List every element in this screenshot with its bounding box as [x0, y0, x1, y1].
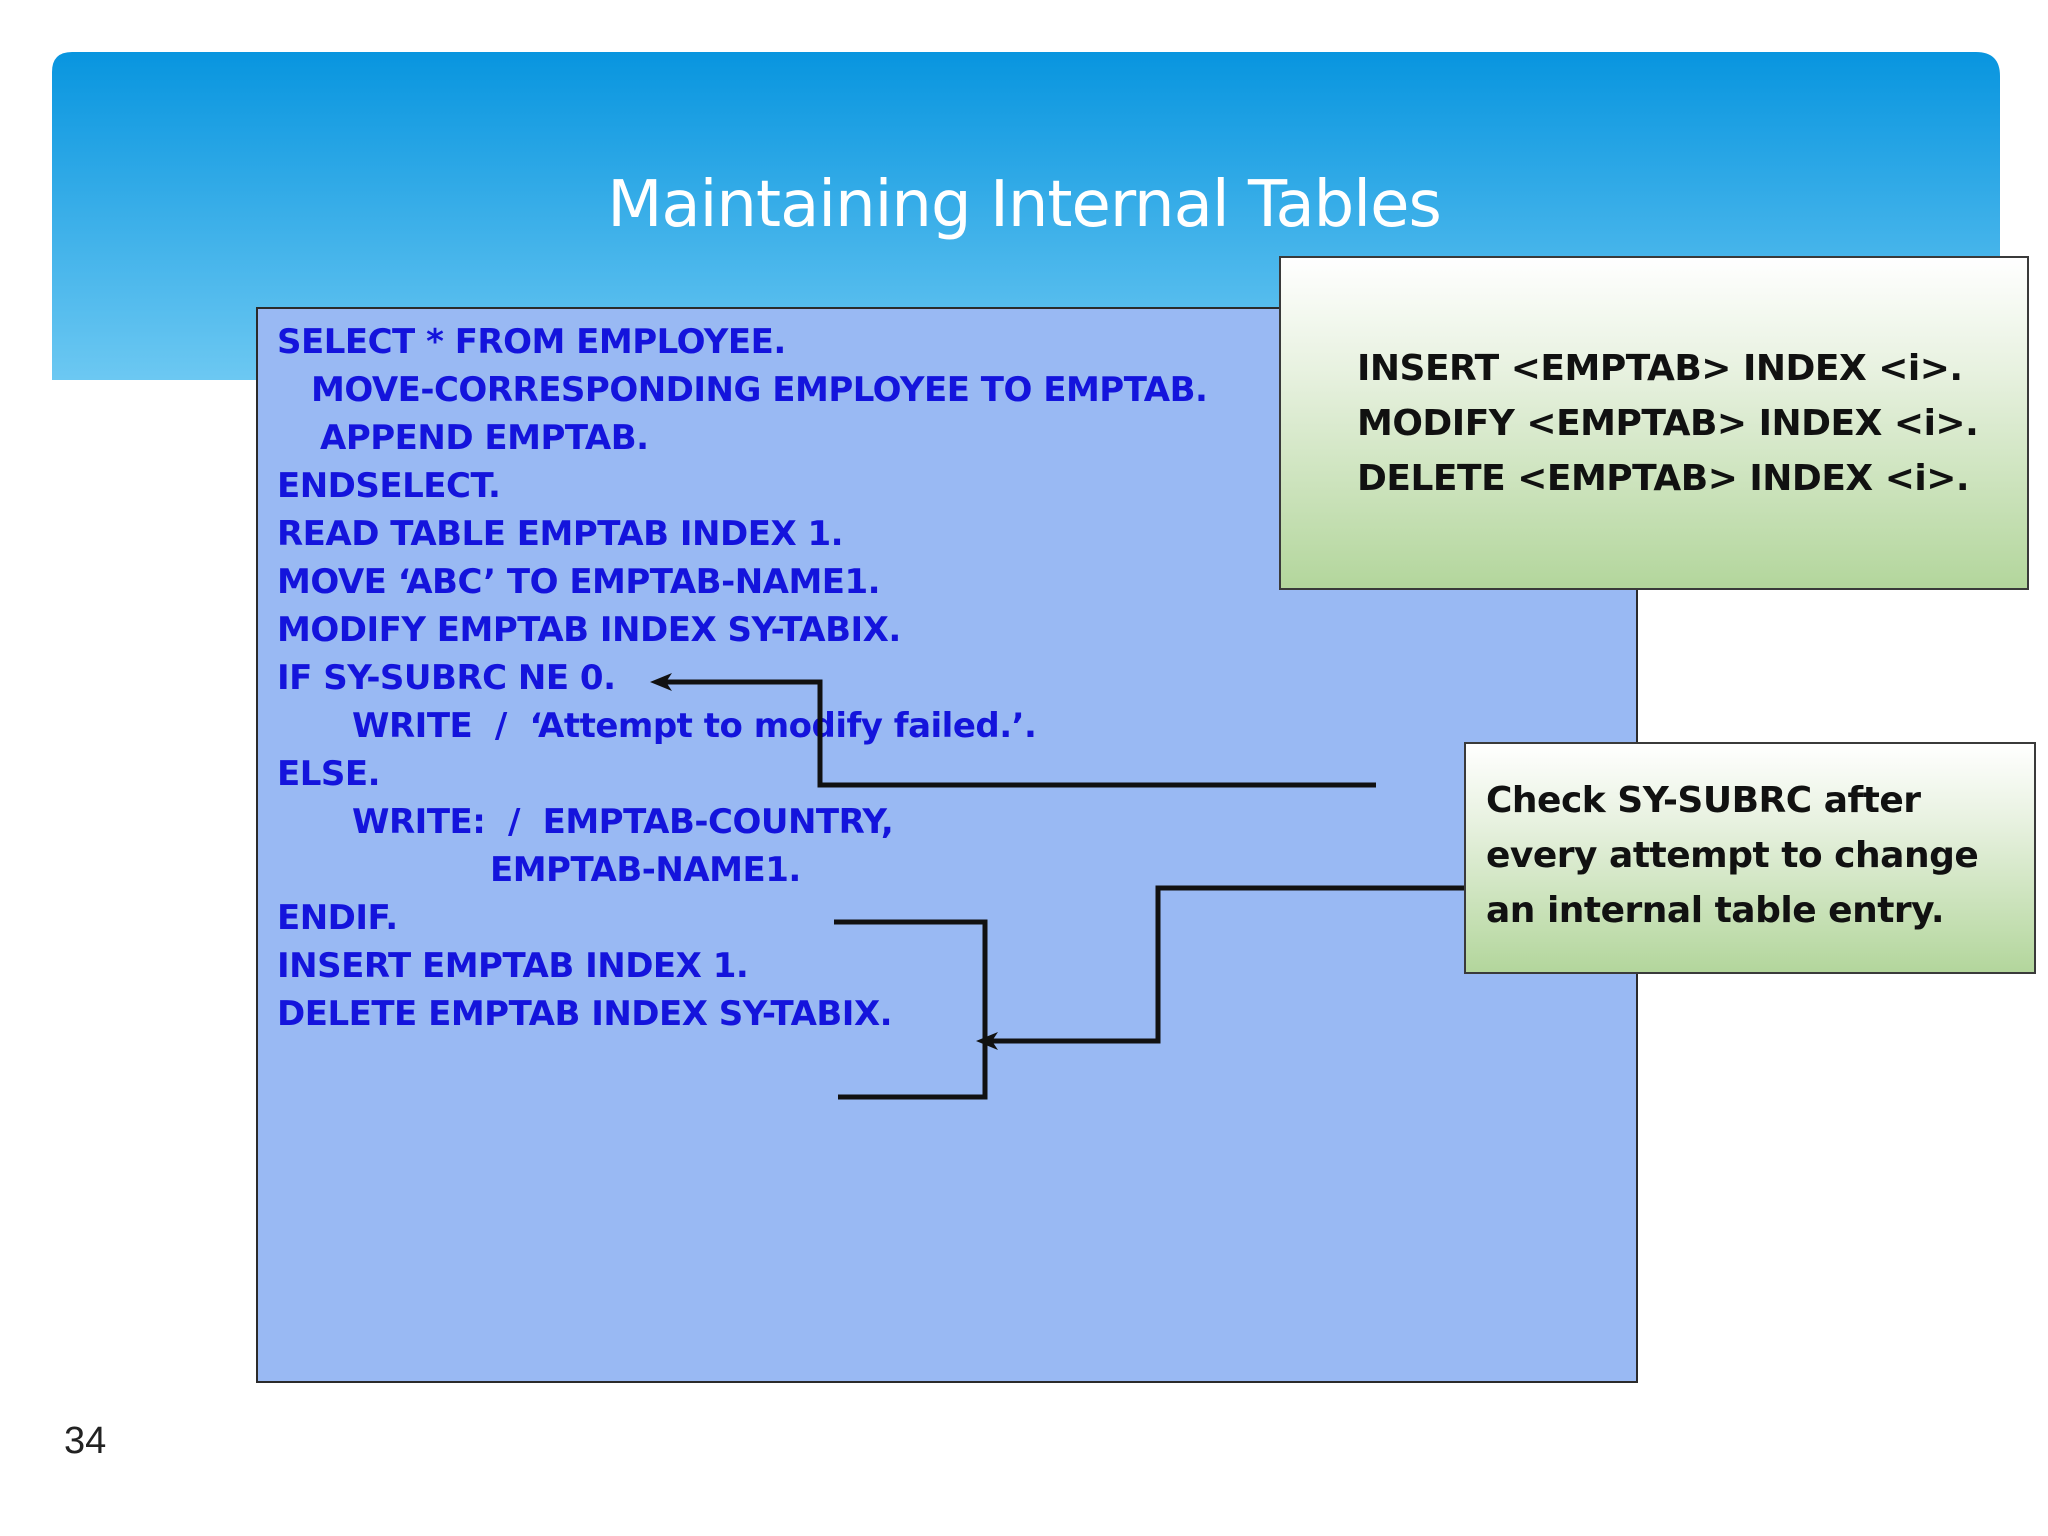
- syntax-note-line-2: MODIFY <EMPTAB> INDEX <i>.: [1357, 403, 1979, 444]
- syntax-note-line-3: DELETE <EMPTAB> INDEX <i>.: [1357, 458, 1970, 499]
- code-line-5: READ TABLE EMPTAB INDEX 1.: [277, 514, 844, 554]
- code-line-14: INSERT EMPTAB INDEX 1.: [277, 946, 749, 986]
- code-line-3: APPEND EMPTAB.: [320, 418, 649, 458]
- code-line-2: MOVE-CORRESPONDING EMPLOYEE TO EMPTAB.: [311, 370, 1208, 410]
- code-line-10: ELSE.: [277, 754, 381, 794]
- code-line-13: ENDIF.: [277, 898, 398, 938]
- page-number: 34: [64, 1420, 107, 1462]
- tip-note-line-3: an internal table entry.: [1486, 890, 1945, 931]
- tip-note-box: Check SY-SUBRC after every attempt to ch…: [1464, 742, 2036, 974]
- syntax-note-box: INSERT <EMPTAB> INDEX <i>. MODIFY <EMPTA…: [1279, 256, 2029, 590]
- slide-title: Maintaining Internal Tables: [607, 168, 1442, 242]
- code-line-9: WRITE / ‘Attempt to modify failed.’.: [352, 706, 1037, 746]
- tip-note-line-1: Check SY-SUBRC after: [1486, 780, 1921, 821]
- code-line-11: WRITE: / EMPTAB-COUNTRY,: [352, 802, 894, 842]
- code-line-4: ENDSELECT.: [277, 466, 501, 506]
- code-line-1: SELECT * FROM EMPLOYEE.: [277, 322, 786, 362]
- code-line-7: MODIFY EMPTAB INDEX SY-TABIX.: [277, 610, 901, 650]
- code-line-8: IF SY-SUBRC NE 0.: [277, 658, 616, 698]
- code-line-12: EMPTAB-NAME1.: [490, 850, 801, 890]
- tip-note-line-2: every attempt to change: [1486, 835, 1979, 876]
- code-line-6: MOVE ‘ABC’ TO EMPTAB-NAME1.: [277, 562, 881, 602]
- code-line-15: DELETE EMPTAB INDEX SY-TABIX.: [277, 994, 893, 1034]
- syntax-note-line-1: INSERT <EMPTAB> INDEX <i>.: [1357, 348, 1963, 389]
